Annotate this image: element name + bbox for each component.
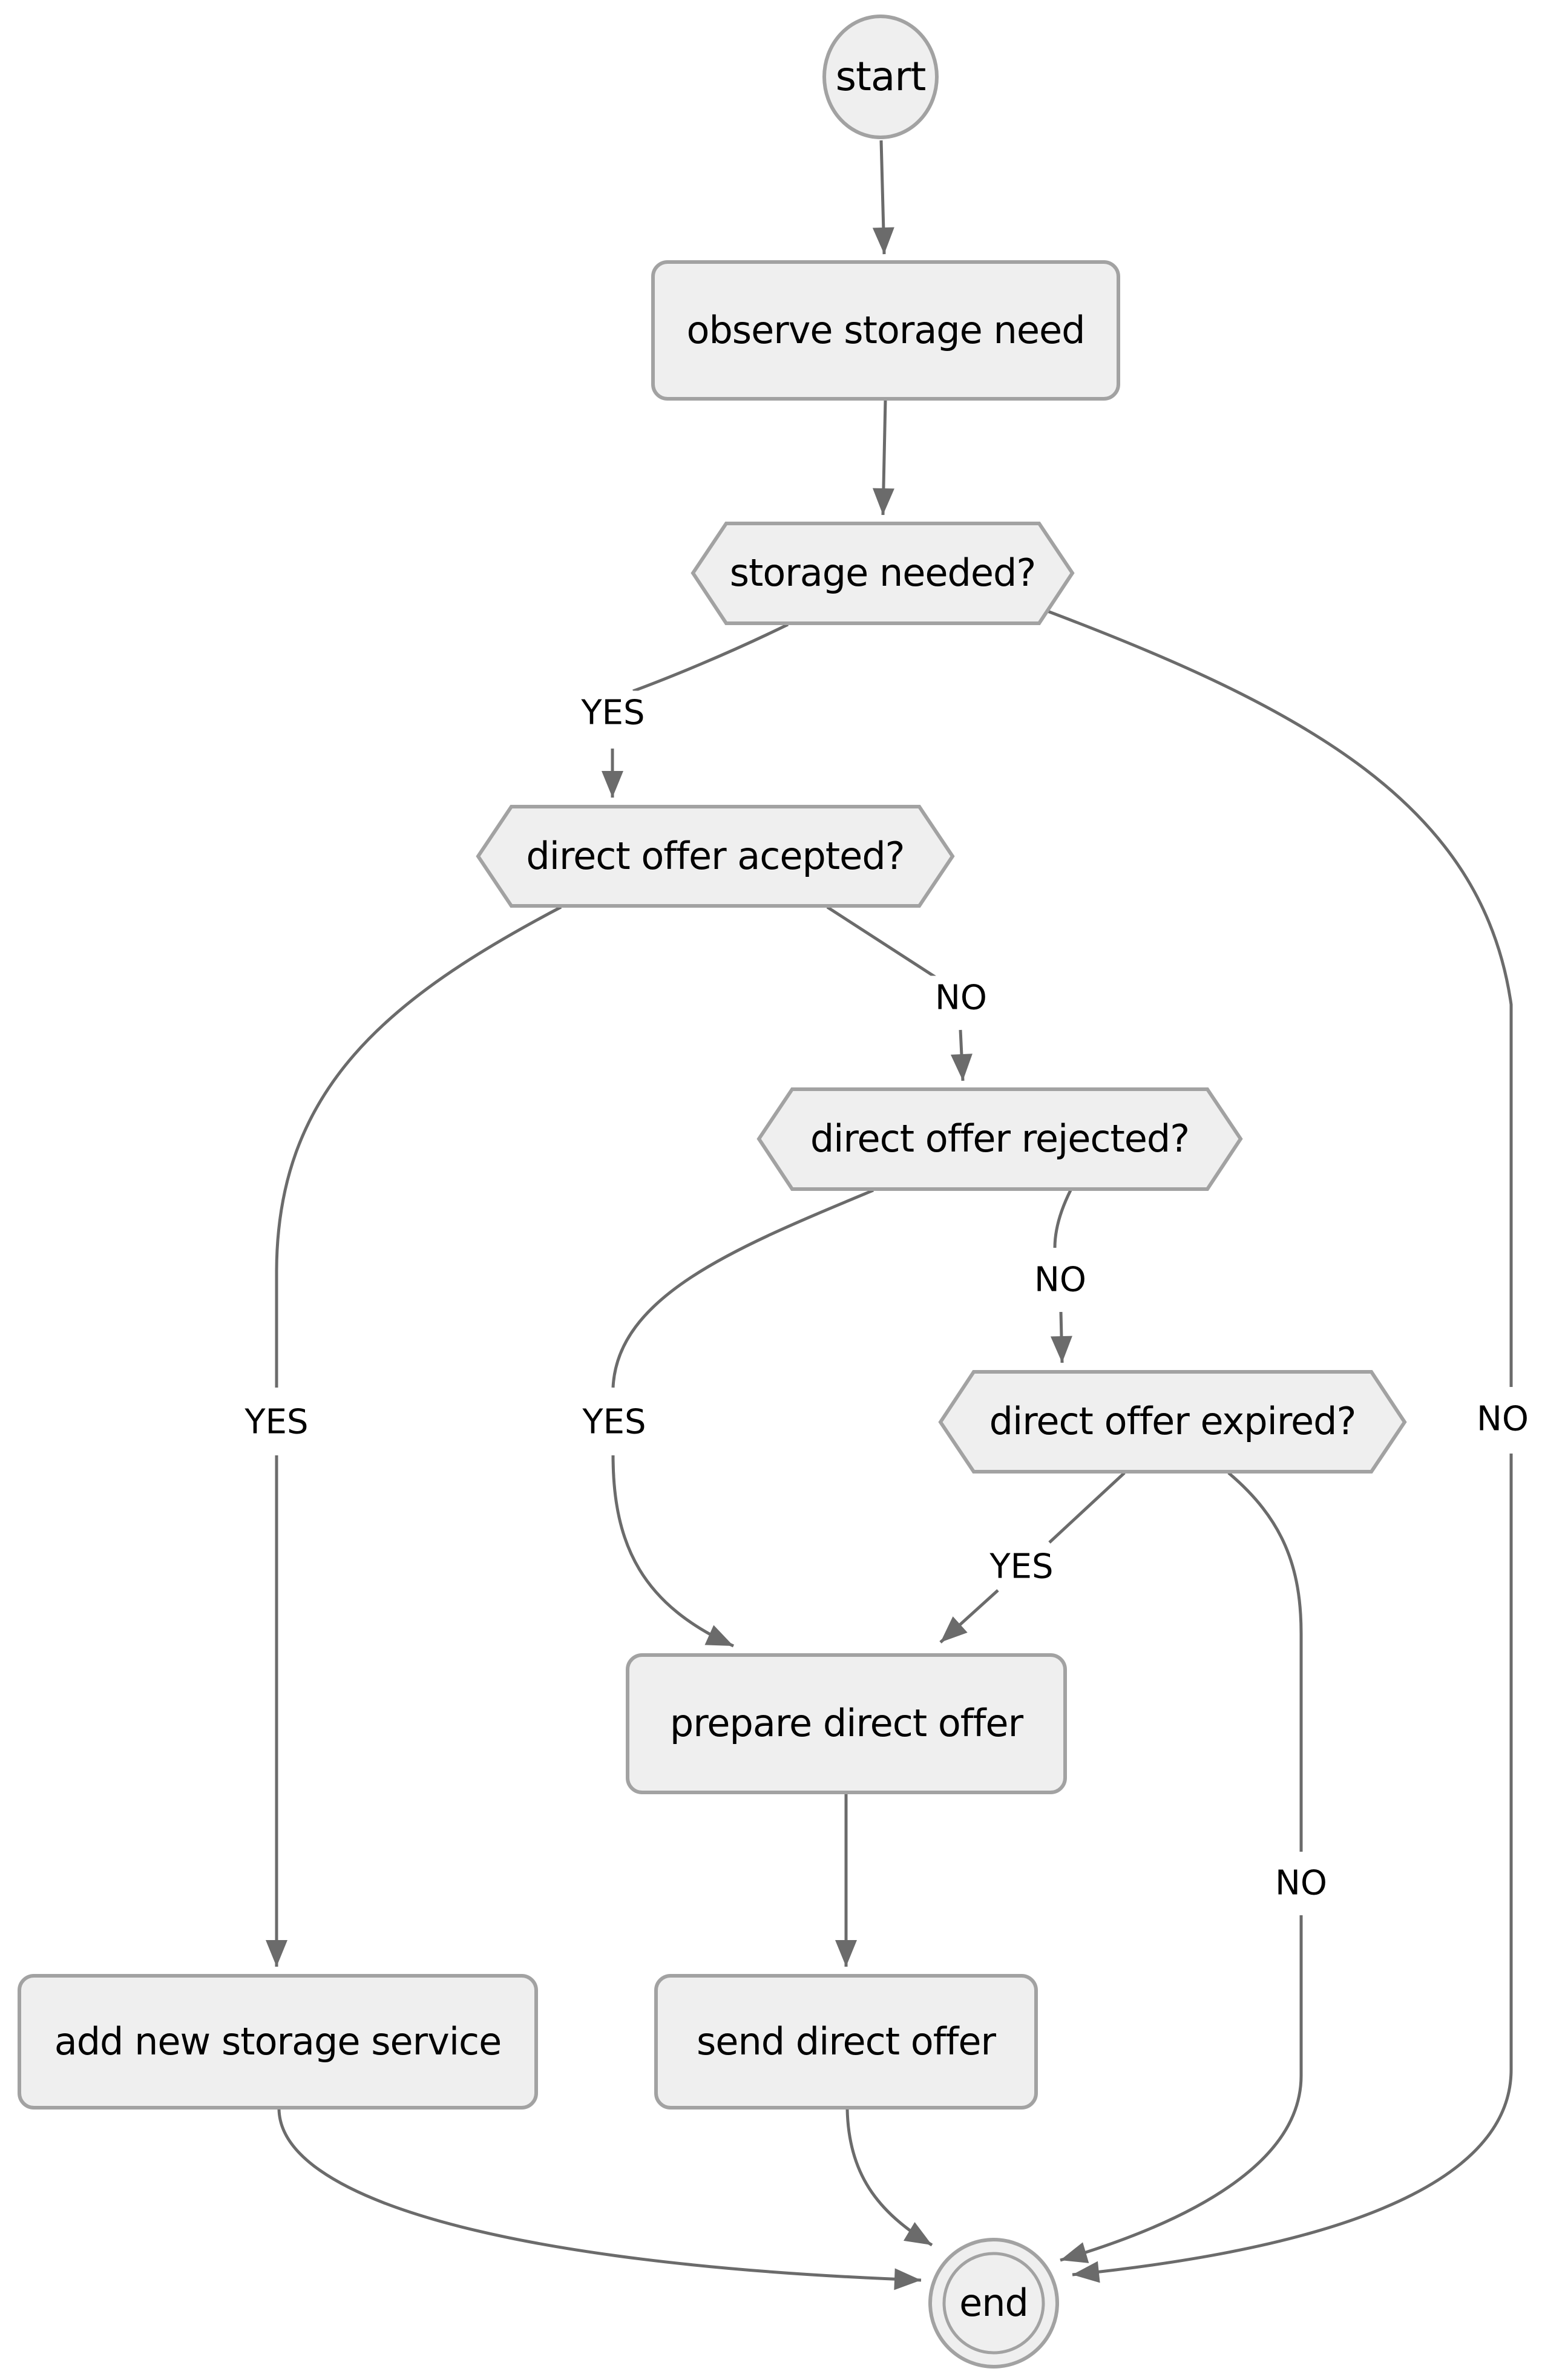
edge-expired-end-b <box>1060 1915 1303 2263</box>
edge-label-accepted-yes: YES <box>238 1400 315 1444</box>
edge-addnew-end <box>277 2108 922 2290</box>
expired-node-shape <box>938 1370 1407 1474</box>
edge-send-end <box>845 2108 933 2247</box>
edge-rejected-expired-a <box>1053 1189 1072 1248</box>
edge-storage-accepted-a <box>632 623 789 693</box>
edge-label-expired-yes: YES <box>983 1544 1060 1589</box>
edge-accepted-rejected-b <box>950 1029 973 1081</box>
edge-accepted-rejected-a <box>826 905 943 983</box>
rejected-node-shape <box>756 1087 1243 1191</box>
edge-accepted-addnew-a <box>275 905 562 1388</box>
end-node-inner-shape <box>942 2252 1045 2355</box>
accepted-node-shape <box>476 805 955 908</box>
edge-label-rejected-yes: YES <box>576 1400 652 1444</box>
edge-expired-end-a <box>1227 1472 1303 1852</box>
observe-node-shape <box>651 260 1120 401</box>
edge-storage-end-a <box>1032 604 1513 1387</box>
edge-label-accepted-no: NO <box>929 975 993 1020</box>
edge-storage-end-b <box>1072 1454 1513 2283</box>
edge-expired-prepare-b <box>939 1589 999 1644</box>
edge-label-storage-no: NO <box>1471 1397 1535 1441</box>
send-node-shape <box>654 1974 1038 2110</box>
edge-rejected-prepare-a <box>611 1188 874 1388</box>
edge-expired-prepare-a <box>1048 1472 1126 1544</box>
edge-label-storage-yes: YES <box>575 690 651 735</box>
edge-label-expired-no: NO <box>1269 1861 1333 1906</box>
edge-rejected-expired-b <box>1050 1311 1072 1363</box>
start-node-shape <box>822 15 939 139</box>
edge-start-observe <box>872 140 894 255</box>
edge-rejected-prepare-b <box>611 1455 735 1648</box>
prepare-node-shape <box>626 1653 1067 1794</box>
add-new-node-shape <box>18 1974 538 2110</box>
storage-needed-node-shape <box>691 522 1075 625</box>
edge-label-rejected-no: NO <box>1028 1257 1092 1302</box>
edge-observe-storage-needed <box>872 399 894 516</box>
